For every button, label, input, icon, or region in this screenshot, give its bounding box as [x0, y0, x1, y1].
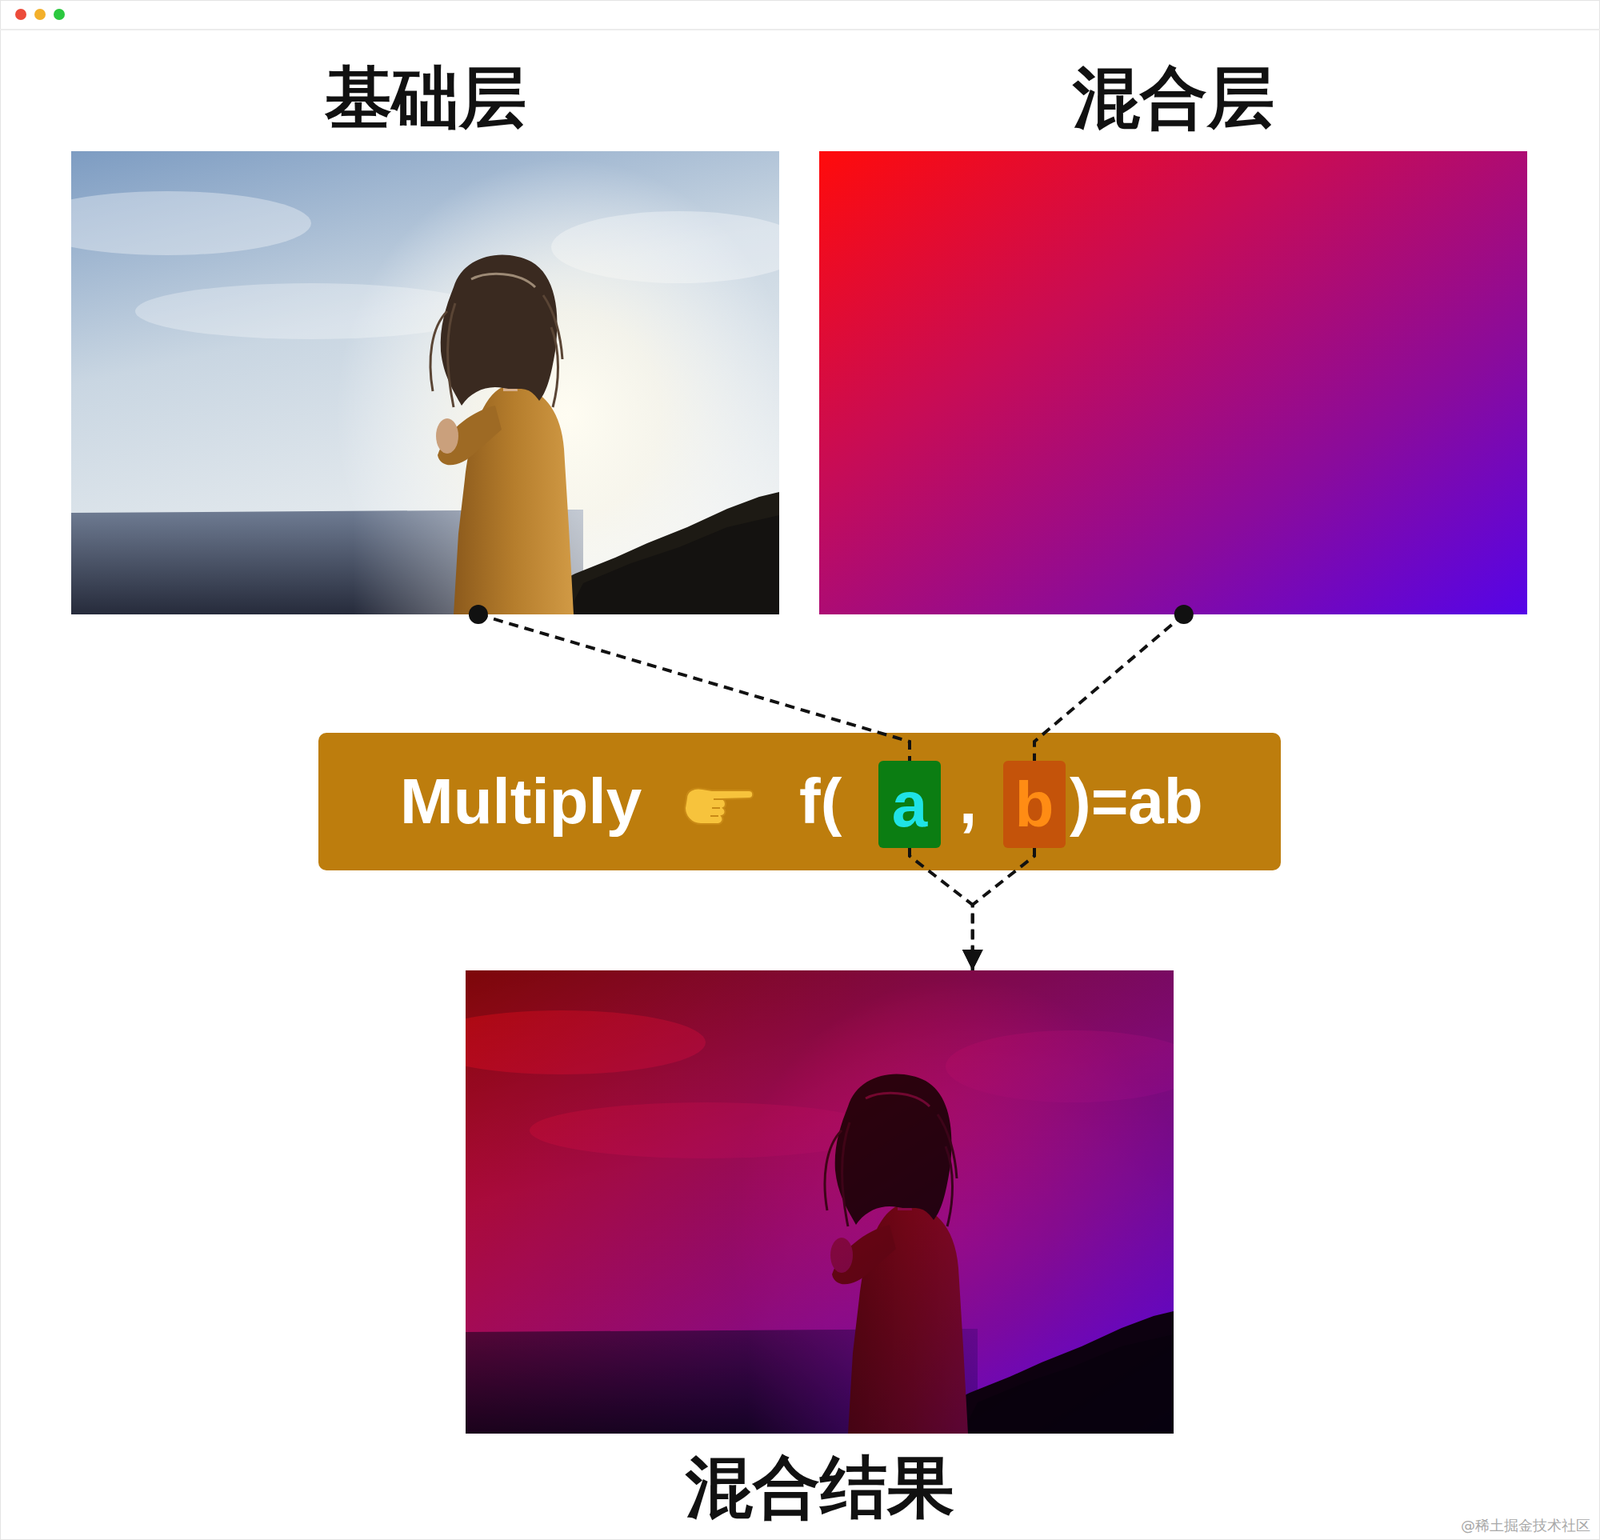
layer-heading: 混合层 [659, 53, 1600, 142]
result-image: 混合结果 [465, 970, 1174, 1434]
dashed-connector [478, 614, 910, 761]
dashed-connector [909, 848, 973, 971]
operand-a-chip: a [878, 760, 941, 848]
pointing-hand [680, 774, 756, 832]
blend-layer-image: 混合层 [819, 151, 1528, 615]
formula-bar: Multiply f(, )=ab ab [318, 732, 1281, 871]
layer-heading: 混合结果 [305, 1443, 1334, 1532]
base-layer-image: 基础层 [71, 151, 780, 615]
blend-gradient [819, 151, 1528, 615]
result-photo [465, 970, 1174, 1434]
operand-b-chip: b [1003, 760, 1066, 848]
watermark: @稀土掘金技术社区 [1460, 1516, 1591, 1536]
dashed-connector [1034, 614, 1184, 761]
formula-text: , [959, 732, 977, 871]
anchor-dot [1174, 604, 1194, 624]
base-photo [71, 151, 780, 615]
operand-letter: a [878, 760, 941, 848]
layer-heading: 基础层 [0, 53, 940, 142]
formula-text: f( [799, 732, 842, 871]
formula-text: Multiply [400, 732, 642, 871]
operand-letter: b [1003, 760, 1066, 848]
formula-text: )=ab [1069, 732, 1204, 871]
dashed-connector [972, 848, 1035, 971]
anchor-dot [468, 604, 488, 624]
